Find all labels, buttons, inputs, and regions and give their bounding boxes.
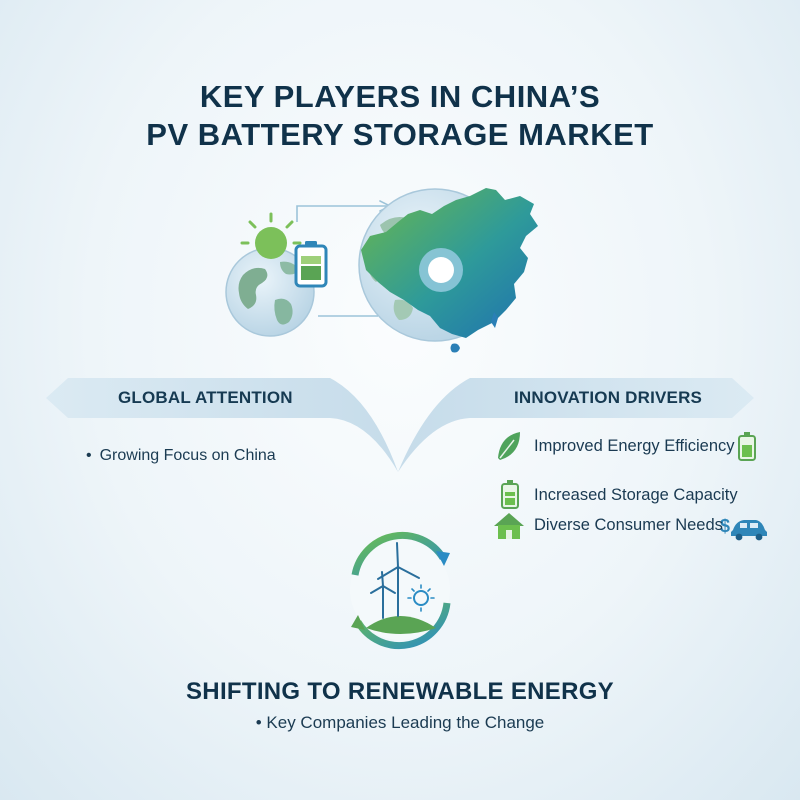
page-title: KEY PLAYERS IN CHINA’S PV BATTERY STORAG…	[0, 78, 800, 154]
renewable-cycle-icon	[350, 531, 451, 650]
innovation-drivers-banner	[398, 378, 754, 472]
driver-item-label: Improved Energy Efficiency	[534, 437, 735, 455]
title-line-1: KEY PLAYERS IN CHINA’S	[199, 79, 601, 114]
driver-item-storage: Increased Storage Capacity	[534, 486, 738, 505]
footer-heading: SHIFTING TO RENEWABLE ENERGY	[186, 678, 614, 705]
footer-bullet: • Key Companies Leading the Change	[0, 713, 800, 733]
sun-icon	[240, 212, 302, 259]
footer-bullet-text: Key Companies Leading the Change	[266, 713, 545, 732]
global-attention-bullet: • Growing Focus on China	[86, 447, 276, 465]
driver-item-efficiency: Improved Energy Efficiency	[534, 437, 735, 456]
storage-battery-icon	[501, 480, 519, 509]
driver-item-consumer: Diverse Consumer Needs	[534, 516, 723, 535]
battery-icon	[294, 241, 328, 288]
global-attention-bullet-text: Growing Focus on China	[99, 447, 276, 464]
bullet-dot: •	[86, 447, 92, 464]
small-globe-icon	[225, 247, 315, 337]
dollar-car-icon: $	[720, 516, 767, 541]
leaf-icon	[498, 432, 520, 460]
innovation-drivers-heading: INNOVATION DRIVERS	[514, 388, 703, 407]
driver-item-label: Diverse Consumer Needs	[534, 516, 723, 534]
china-map-icon	[361, 188, 538, 353]
driver-item-label: Increased Storage Capacity	[534, 486, 738, 504]
svg-text:$: $	[720, 516, 730, 536]
global-attention-banner	[46, 378, 398, 472]
small-battery-icon	[738, 432, 756, 461]
house-icon	[494, 513, 524, 539]
bullet-dot: •	[255, 713, 267, 732]
title-line-2: PV BATTERY STORAGE MARKET	[146, 117, 654, 152]
global-attention-heading: GLOBAL ATTENTION	[118, 388, 293, 407]
